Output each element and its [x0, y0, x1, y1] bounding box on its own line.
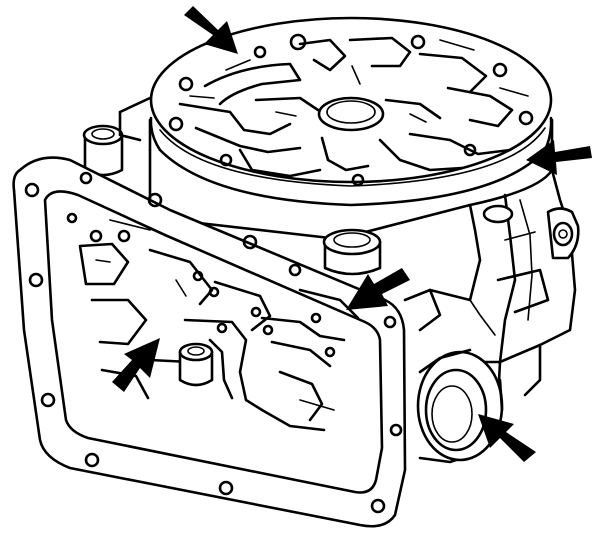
callout-arrows — [112, 6, 592, 462]
top-arrow — [184, 6, 238, 54]
gasket-flange — [12, 156, 407, 528]
left-arrow — [112, 338, 160, 392]
center-arrow — [346, 268, 410, 310]
valve-body-top — [148, 16, 554, 207]
center-bore — [317, 96, 385, 132]
output-seal — [416, 348, 504, 462]
upper-bosses — [82, 96, 514, 276]
bottom-right-arrow — [478, 414, 536, 462]
right-arrow — [526, 140, 592, 175]
front-channel — [66, 212, 360, 432]
